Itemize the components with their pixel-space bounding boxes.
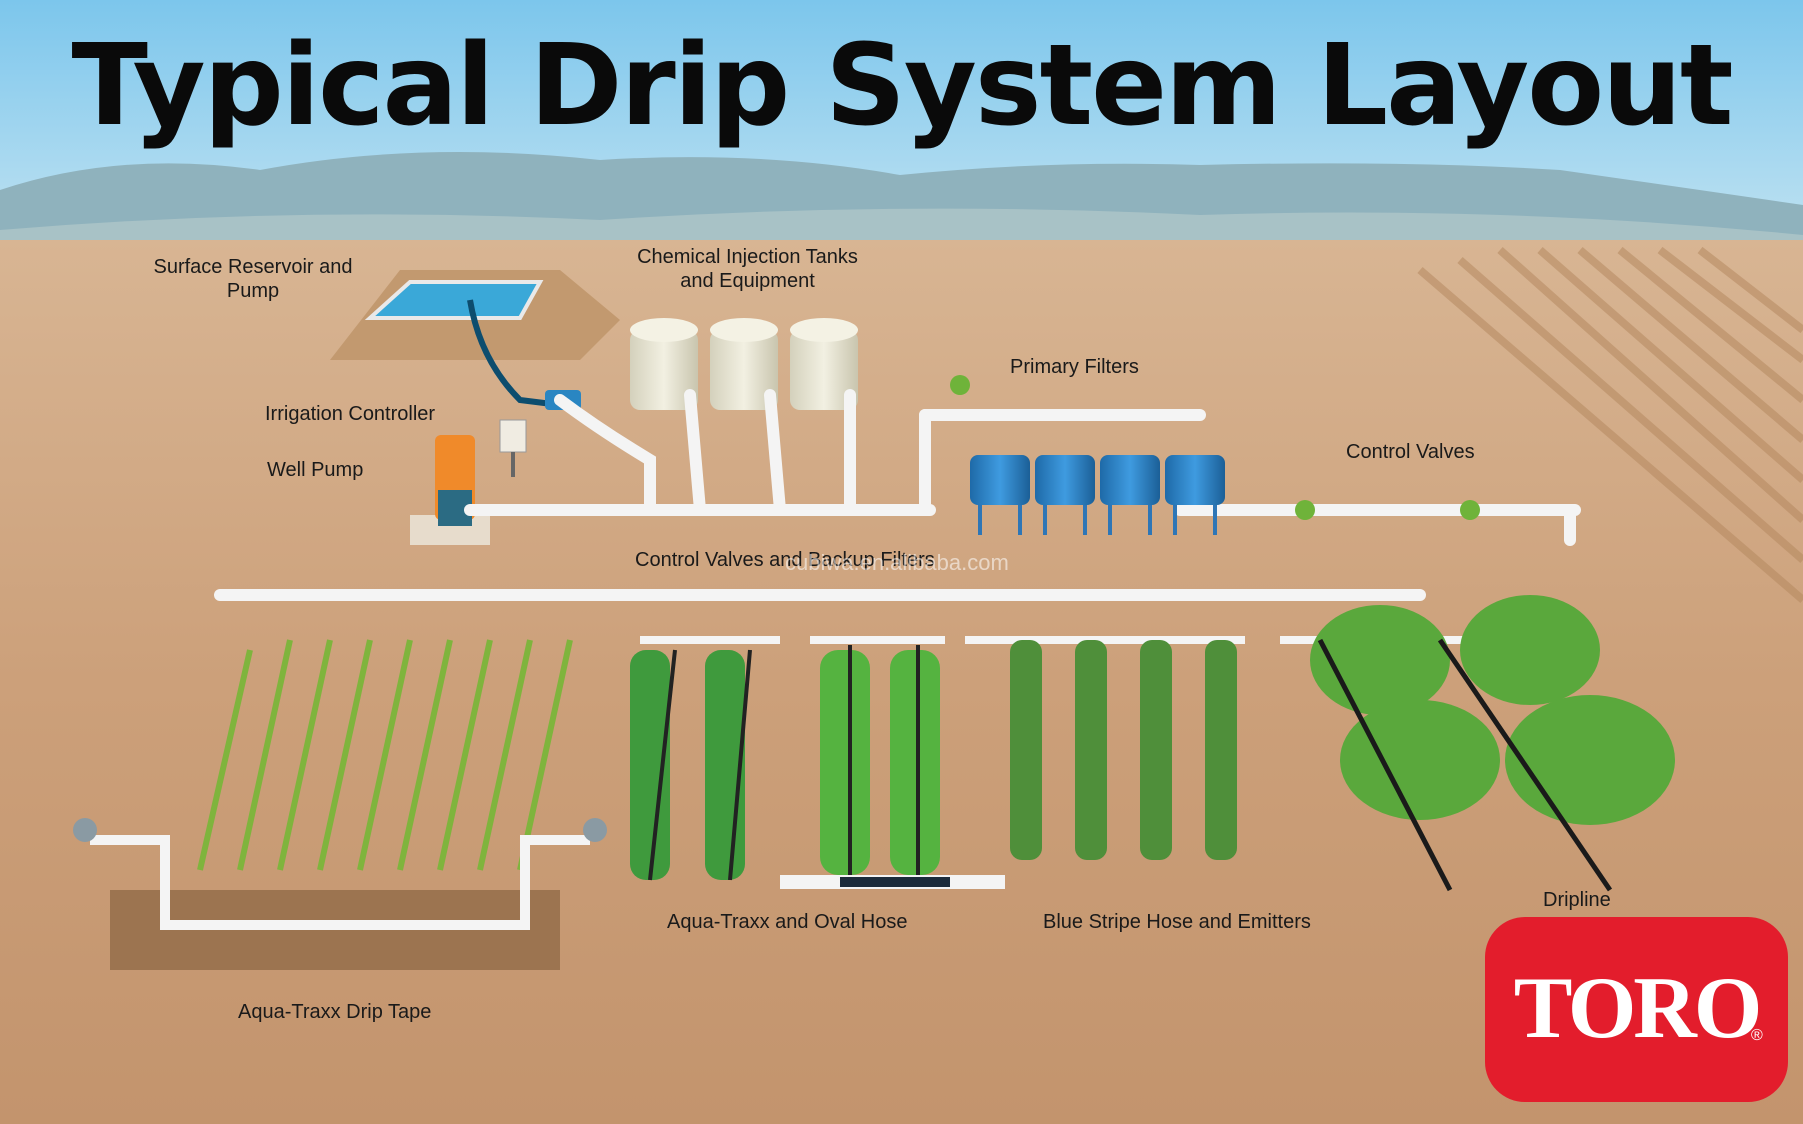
label-control-valves: Control Valves <box>1346 441 1475 463</box>
label-irrigation-controller: Irrigation Controller <box>265 403 436 425</box>
label-reservoir: Surface Reservoir and Pump <box>153 256 353 302</box>
primary-filters <box>970 455 1225 535</box>
label-blue-stripe: Blue Stripe Hose and Emitters <box>1043 911 1311 933</box>
label-primary-filters: Primary Filters <box>1010 356 1139 378</box>
label-dripline: Dripline <box>1543 889 1611 911</box>
main-pipeline <box>214 389 1581 601</box>
corn-field <box>197 639 573 871</box>
chemical-injection-tanks <box>630 318 858 410</box>
label-chemical-injection: Chemical Injection Tanks and Equipment <box>637 246 858 292</box>
label-oval-hose: Aqua-Traxx and Oval Hose <box>667 911 908 933</box>
watermark: cubiwa.en.alibaba.com <box>785 550 1009 575</box>
label-drip-tape: Aqua-Traxx Drip Tape <box>238 1001 432 1023</box>
page-title: Typical Drip System Layout <box>71 21 1733 151</box>
toro-logo: TORO ® <box>1485 917 1788 1102</box>
vineyard <box>1010 640 1237 860</box>
label-well-pump: Well Pump <box>267 459 364 481</box>
toro-logo-text: TORO <box>1513 960 1763 1057</box>
registered-mark: ® <box>1751 1027 1763 1044</box>
furrows <box>1417 246 1803 604</box>
label-backup-filters: Control Valves and Backup Filters <box>635 549 935 571</box>
well-pump <box>410 435 490 545</box>
irrigation-controller <box>499 419 527 477</box>
control-valve-icons <box>950 375 1480 520</box>
drip-tape-cutaway <box>73 818 607 970</box>
orchard <box>1310 595 1675 825</box>
